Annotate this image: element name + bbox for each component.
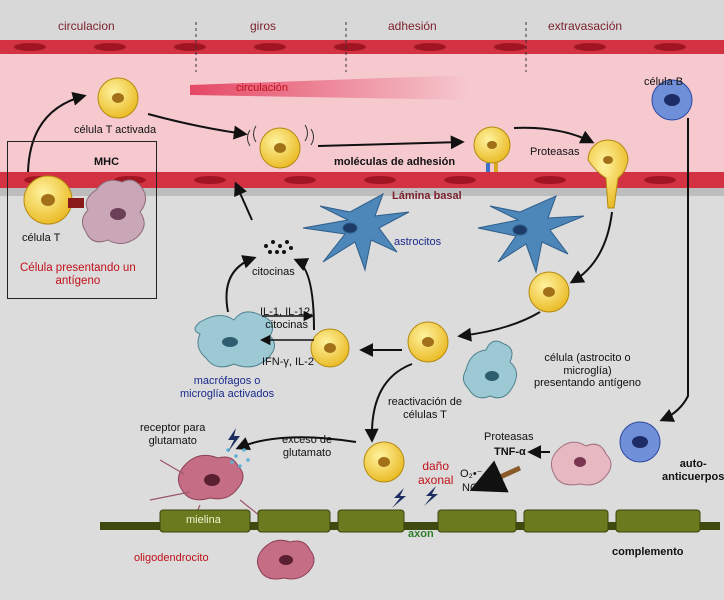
stage-label-extravasation: extravasación	[548, 19, 623, 33]
apc-cns-label: célula (astrocito o microglía) presentan…	[534, 352, 642, 390]
complement-label: complemento	[612, 546, 684, 558]
excess-glutamate-label: exceso de glutamato	[282, 434, 333, 459]
autoantibodies-label: auto- anticuerpos	[662, 458, 724, 483]
flow-label: circulación	[236, 82, 288, 94]
mhc-label: MHC	[94, 156, 120, 168]
reactivation-label: reactivación de células T	[388, 396, 462, 421]
axon-line	[100, 522, 720, 530]
arrow-activation	[27, 92, 87, 173]
macrophages-label: macrófagos o microglía activados	[180, 375, 275, 400]
inset-t-cell-label: célula T	[22, 232, 61, 244]
flow-gradient	[190, 75, 470, 100]
stage-label-circulation: circulacion	[58, 19, 115, 33]
b-cell-label: célula B	[644, 76, 684, 88]
activated-t-cell-label: célula T activada	[74, 124, 157, 136]
t-cell-activated	[97, 77, 139, 119]
basal-lamina	[0, 188, 724, 196]
tnf-label: TNF-α	[494, 446, 526, 458]
t-cell-adhesion	[473, 126, 511, 172]
inset-t-cell	[23, 175, 84, 225]
myelin-label: mielina	[186, 514, 221, 526]
astrocytes-label: astrocitos	[394, 236, 442, 248]
oligodendrocyte-bottom	[256, 539, 315, 580]
basal-lamina-label: Lámina basal	[392, 190, 462, 202]
t-cell-bottom	[363, 441, 405, 483]
microglia-damage	[550, 441, 612, 486]
myelin-segments	[159, 509, 701, 533]
cytokines-label: citocinas	[252, 266, 295, 278]
astrocyte-left	[302, 192, 410, 272]
proteases-bottom-label: Proteasas	[484, 431, 534, 443]
damage-bolts	[228, 428, 438, 508]
antigen-presentation-inset	[7, 141, 157, 299]
glutamate-receptor-label: receptor para glutamato	[140, 422, 206, 447]
inset-apc	[82, 179, 146, 244]
cytokine-dots	[264, 240, 293, 254]
astrocyte-right	[477, 195, 585, 274]
oligodendrocyte-top	[149, 454, 261, 520]
t-cell-cns	[528, 271, 570, 313]
b-cell-tissue	[619, 421, 661, 463]
axon-label: axon	[408, 528, 434, 540]
t-cell-reactivated	[407, 321, 449, 363]
stage-label-adhesion: adhesión	[388, 19, 437, 33]
t-cell-macrophage	[310, 328, 350, 368]
ifn-label: IFN-γ, IL-2	[262, 356, 314, 368]
axon-damage-label: daño axonal	[418, 459, 454, 487]
endothelium-bottom	[0, 172, 724, 188]
t-cell-extravasating	[587, 139, 629, 209]
antigen-presenting-cell-label: Célula presentando un antígeno	[20, 262, 136, 288]
interleukins-label: IL-1, IL-12, citocinas	[260, 306, 314, 331]
apc-cns	[462, 340, 517, 399]
stage-label-rolling: giros	[250, 19, 277, 33]
superoxide-label: O₂•⁻	[460, 468, 483, 480]
proteases-top-label: Proteasas	[530, 146, 580, 158]
nitric-oxide-label: NO•	[462, 482, 483, 494]
b-cell-vessel	[651, 79, 693, 121]
glutamate-dots	[226, 448, 250, 468]
macrophage	[194, 311, 275, 368]
adhesion-molecules-label: moléculas de adhesión	[334, 156, 456, 168]
oligodendrocyte-label: oligodendrocito	[134, 552, 209, 564]
